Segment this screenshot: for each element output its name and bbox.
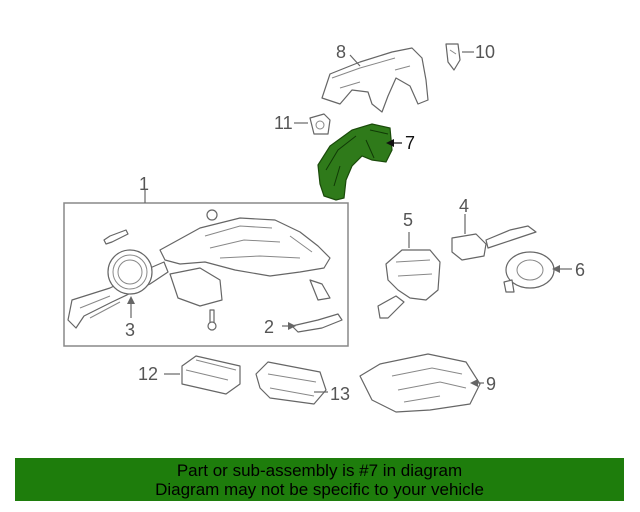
info-banner: Part or sub-assembly is #7 in diagram Di…: [15, 458, 624, 501]
banner-line-2: Diagram may not be specific to your vehi…: [155, 480, 484, 499]
callout-10[interactable]: 10: [475, 42, 495, 62]
callout-11[interactable]: 11: [274, 113, 293, 133]
part-10-clip[interactable]: [445, 43, 461, 71]
part-bolt-a: [103, 229, 129, 245]
part-12-module[interactable]: [181, 355, 241, 395]
part-4-stalk-switch[interactable]: [451, 225, 537, 261]
part-13-housing[interactable]: [255, 361, 327, 405]
parts-diagram: 1 8 10 11 7 3: [63, 42, 585, 413]
banner-line-1: Part or sub-assembly is #7 in diagram: [176, 461, 463, 480]
part-3-ring[interactable]: [107, 249, 153, 295]
part-bolt-b: [207, 309, 217, 331]
callout-5[interactable]: 5: [403, 210, 413, 230]
callout-8[interactable]: 8: [336, 42, 346, 62]
part-5-switch-assembly[interactable]: [377, 249, 441, 319]
callout-9[interactable]: 9: [486, 374, 496, 394]
assembly-box: [63, 202, 349, 347]
callout-13[interactable]: 13: [330, 384, 350, 404]
callout-12[interactable]: 12: [138, 364, 158, 384]
part-2-bracket[interactable]: [291, 313, 343, 333]
callout-3[interactable]: 3: [125, 320, 135, 340]
callout-2[interactable]: 2: [264, 317, 274, 337]
part-1-steering-column[interactable]: [67, 209, 331, 329]
callout-4[interactable]: 4: [459, 196, 469, 216]
part-11-fastener[interactable]: [309, 113, 331, 135]
part-7-lower-shroud-highlighted[interactable]: [317, 123, 393, 201]
callout-1[interactable]: 1: [139, 174, 149, 194]
callout-7[interactable]: 7: [405, 133, 415, 153]
part-8-upper-shroud[interactable]: [321, 47, 429, 113]
callout-6[interactable]: 6: [575, 260, 585, 280]
part-9-panel[interactable]: [359, 353, 481, 413]
part-6-clock-spring[interactable]: [503, 251, 555, 293]
